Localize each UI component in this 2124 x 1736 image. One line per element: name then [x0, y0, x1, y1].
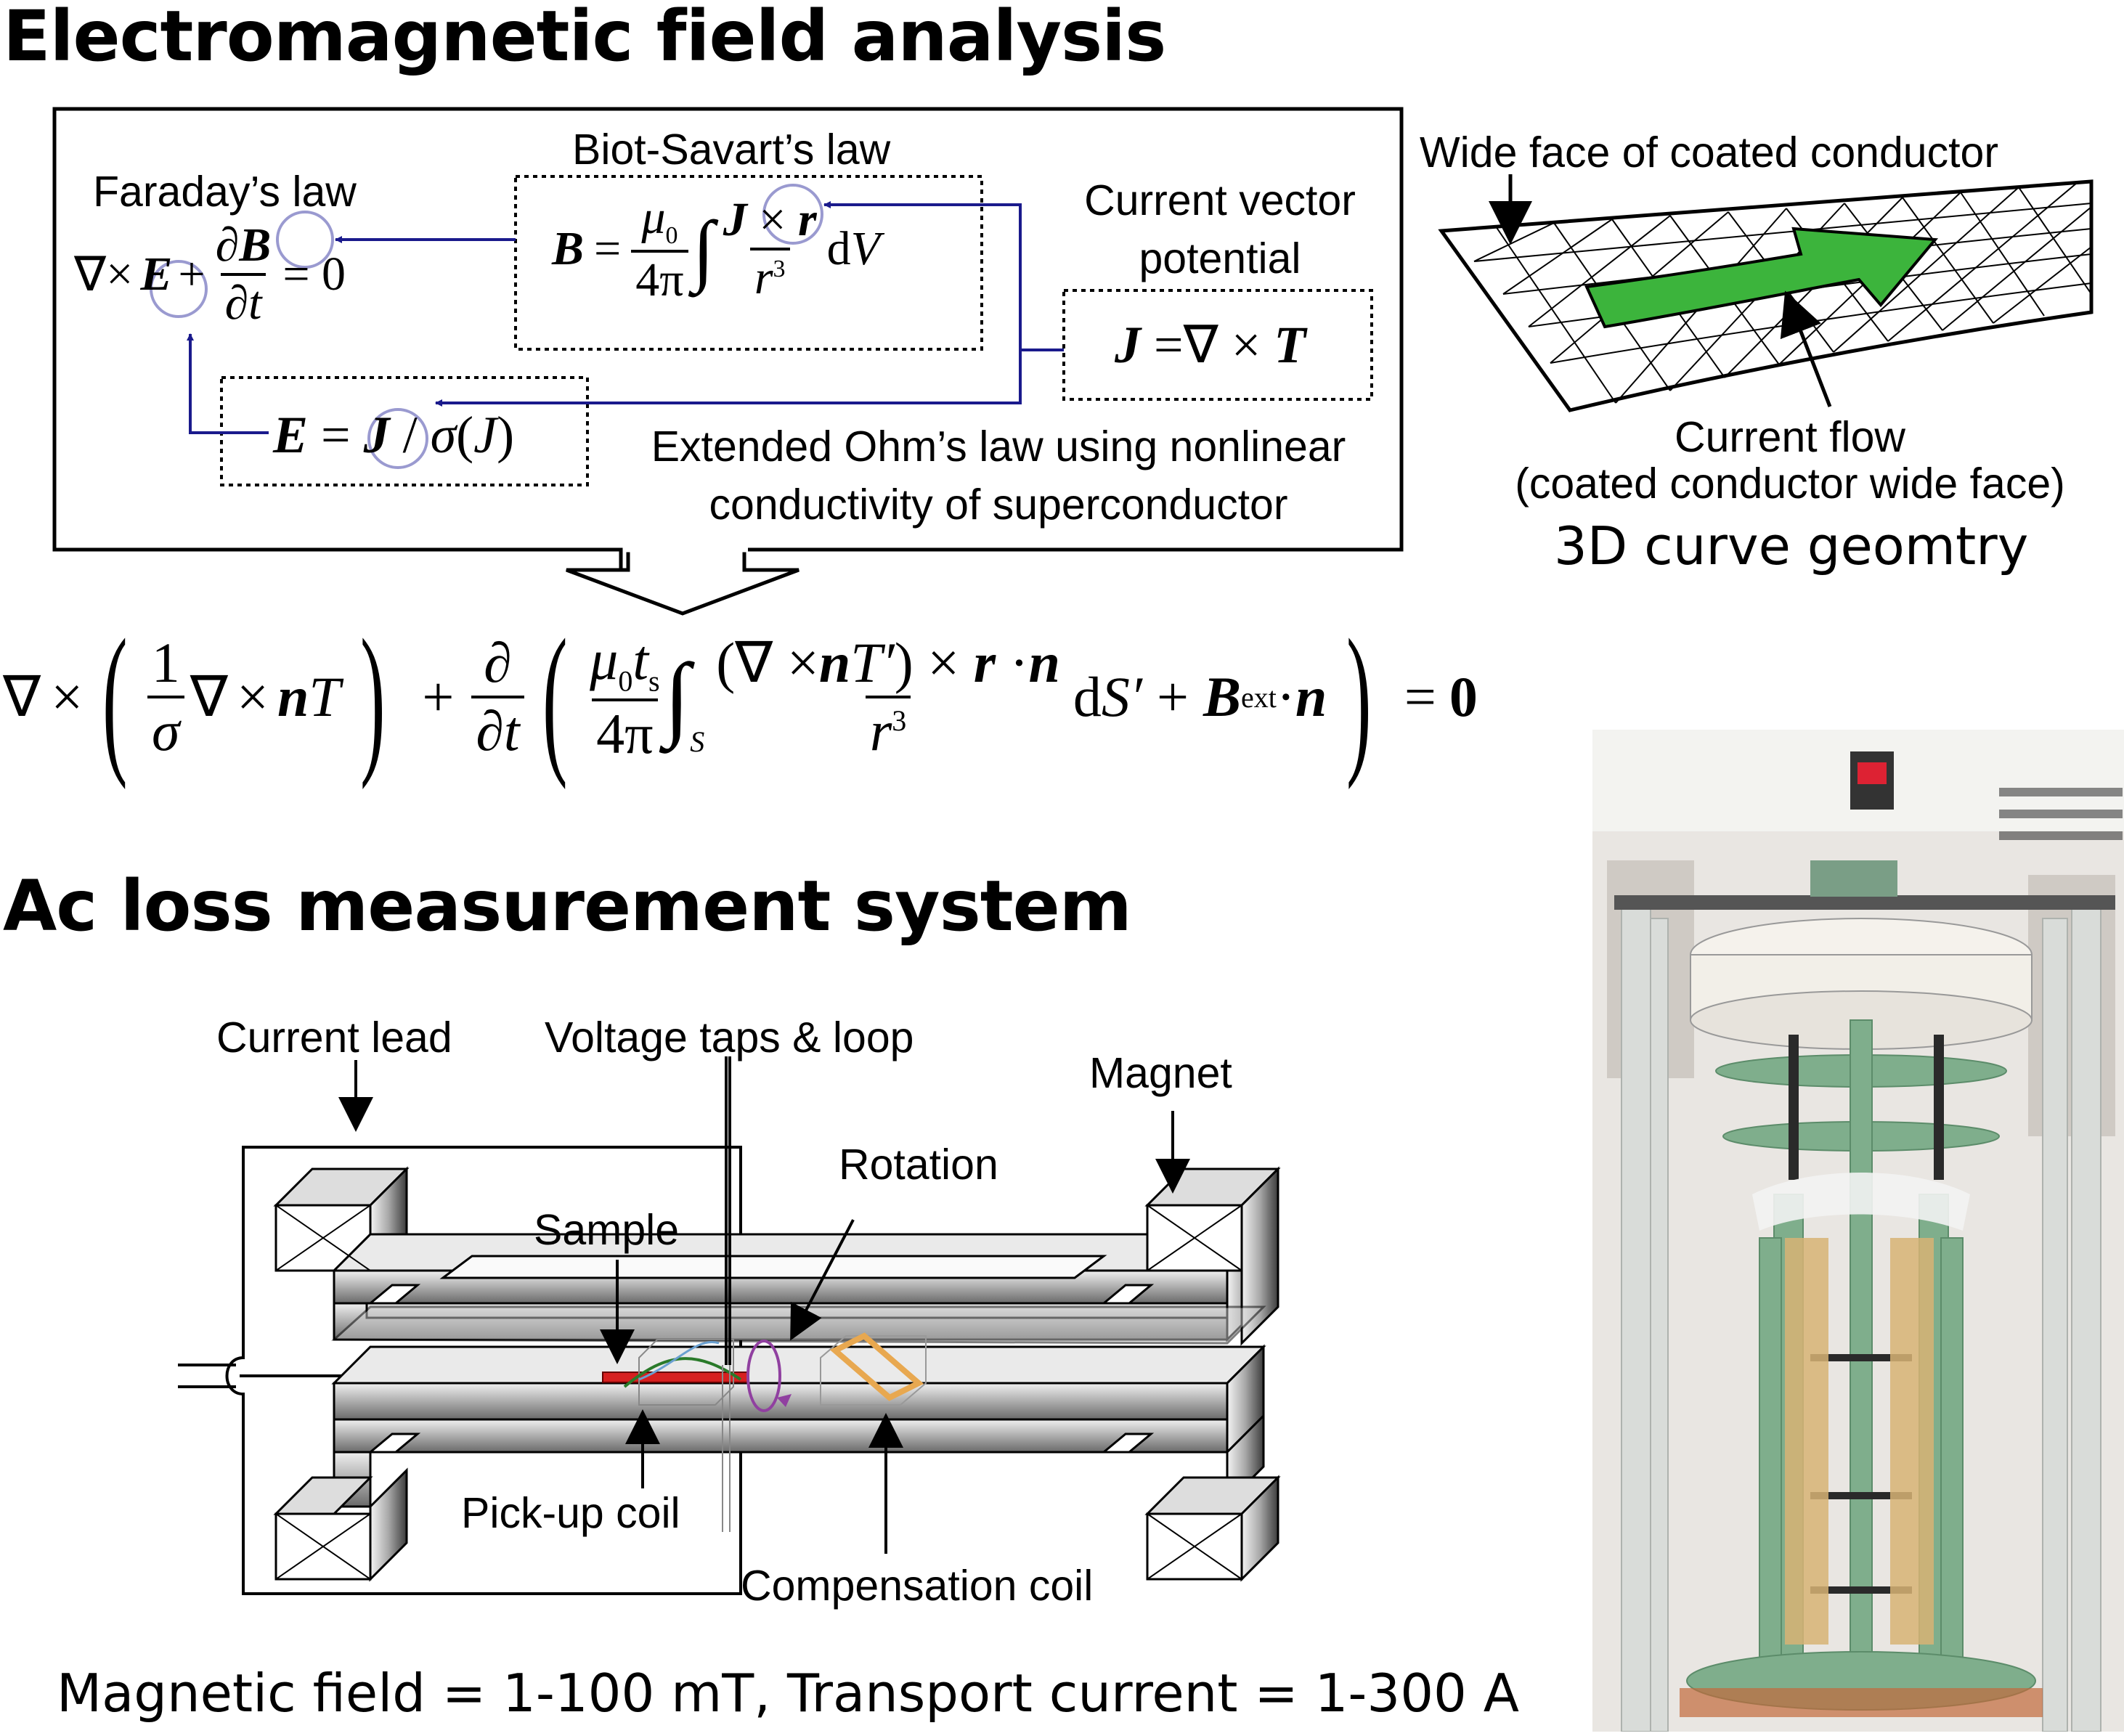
highlight-circles — [150, 184, 823, 469]
conditions-text: Magnetic field = 1-100 mT, Transport cur… — [57, 1663, 1519, 1724]
current-lead-frame — [225, 1146, 742, 1595]
pickup-coil-label: Pick-up coil — [461, 1489, 680, 1537]
eq-E: E — [140, 248, 173, 301]
rotation-icon — [746, 1340, 781, 1412]
ohm-label: Extended Ohm’s law using nonlinear condu… — [603, 417, 1394, 534]
current-lead-label: Current lead — [216, 1014, 452, 1061]
eq-plus: + — [178, 248, 206, 301]
current-flow-line2: (coated conductor wide face) — [1515, 460, 2065, 508]
coil-cross-marks — [275, 1205, 1242, 1580]
cvp-equation: J =∇ × T — [1115, 316, 1306, 374]
ohm-label-line2: conductivity of superconductor — [709, 481, 1288, 529]
biot-savart-equation: B= μ0 4π ∫ J × r r3 dV — [552, 191, 880, 307]
eq-dBdt: ∂B ∂t — [215, 219, 272, 330]
apparatus-photo-drawing — [1592, 730, 2124, 1732]
lower-magnet — [273, 1344, 1281, 1582]
biot-savart-label: Biot-Savart’s law — [572, 126, 891, 174]
current-flow-arrow-icon — [1584, 227, 1939, 329]
voltage-taps-label: Voltage taps & loop — [545, 1014, 914, 1061]
apparatus-photo — [1592, 730, 2124, 1732]
down-arrow-icon — [566, 550, 799, 616]
cvp-label-line2: potential — [1139, 235, 1301, 282]
eq-nabla: ∇ — [74, 248, 107, 301]
flow-arrows — [187, 201, 1064, 434]
upper-magnet — [273, 1166, 1281, 1346]
rotation-label: Rotation — [839, 1141, 998, 1189]
section-title-em-analysis: Electromagnetic field analysis — [3, 0, 1166, 77]
current-flow-line1: Current flow — [1674, 413, 1906, 461]
biot-savart-box — [514, 175, 983, 351]
geometry-caption: 3D curve geomtry — [1554, 515, 2029, 576]
cvp-box — [1062, 289, 1373, 401]
ohm-label-line1: Extended Ohm’s law using nonlinear — [651, 423, 1346, 470]
sample-label: Sample — [534, 1206, 680, 1254]
magnet-label: Magnet — [1089, 1049, 1232, 1097]
current-flow-label: Current flow (coated conductor wide face… — [1474, 414, 2106, 507]
compensation-coil-label: Compensation coil — [741, 1562, 1094, 1610]
faraday-label: Faraday’s law — [93, 168, 357, 216]
cvp-label-line1: Current vector — [1084, 176, 1356, 224]
cvp-label: Current vector potential — [1060, 171, 1380, 288]
section-title-ac-loss: Ac loss measurement system — [3, 865, 1132, 947]
faraday-equation: ∇ × E + ∂B ∂t = 0 — [74, 219, 346, 330]
pickup-coil-box — [638, 1339, 734, 1406]
wide-face-label: Wide face of coated conductor — [1420, 129, 1998, 176]
eq-times: × — [106, 248, 134, 301]
compensation-coil — [820, 1335, 927, 1406]
sample-tape — [602, 1372, 749, 1383]
ohm-equation: E = J / σ(J) — [273, 406, 515, 464]
